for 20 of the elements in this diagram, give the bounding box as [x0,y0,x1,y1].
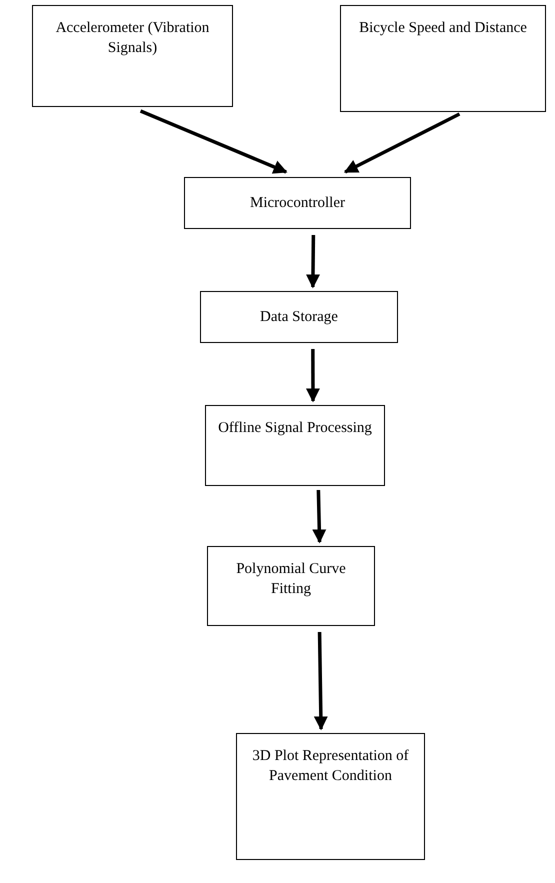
box-label: Offline Signal Processing [218,419,372,438]
arrow [306,234,320,288]
process-box [236,733,425,860]
process-box [200,291,398,343]
box-label: Polynomial Curve Fitting [235,560,347,600]
box-label: Microcontroller [250,194,345,213]
process-box [184,177,411,229]
arrow [312,490,326,544]
arrow [306,349,320,402]
box-label: 3D Plot Representation of Pavement Condition [251,747,410,786]
process-box [32,5,233,107]
arrow [140,109,288,174]
process-box [340,5,546,112]
process-box [207,546,375,626]
box-label: Accelerometer (Vibration Signals) [54,19,210,58]
arrow [344,112,460,174]
arrow [314,632,328,730]
process-box [205,405,385,486]
box-label: Data Storage [260,308,338,327]
box-label: Bicycle Speed and Distance [359,19,527,38]
